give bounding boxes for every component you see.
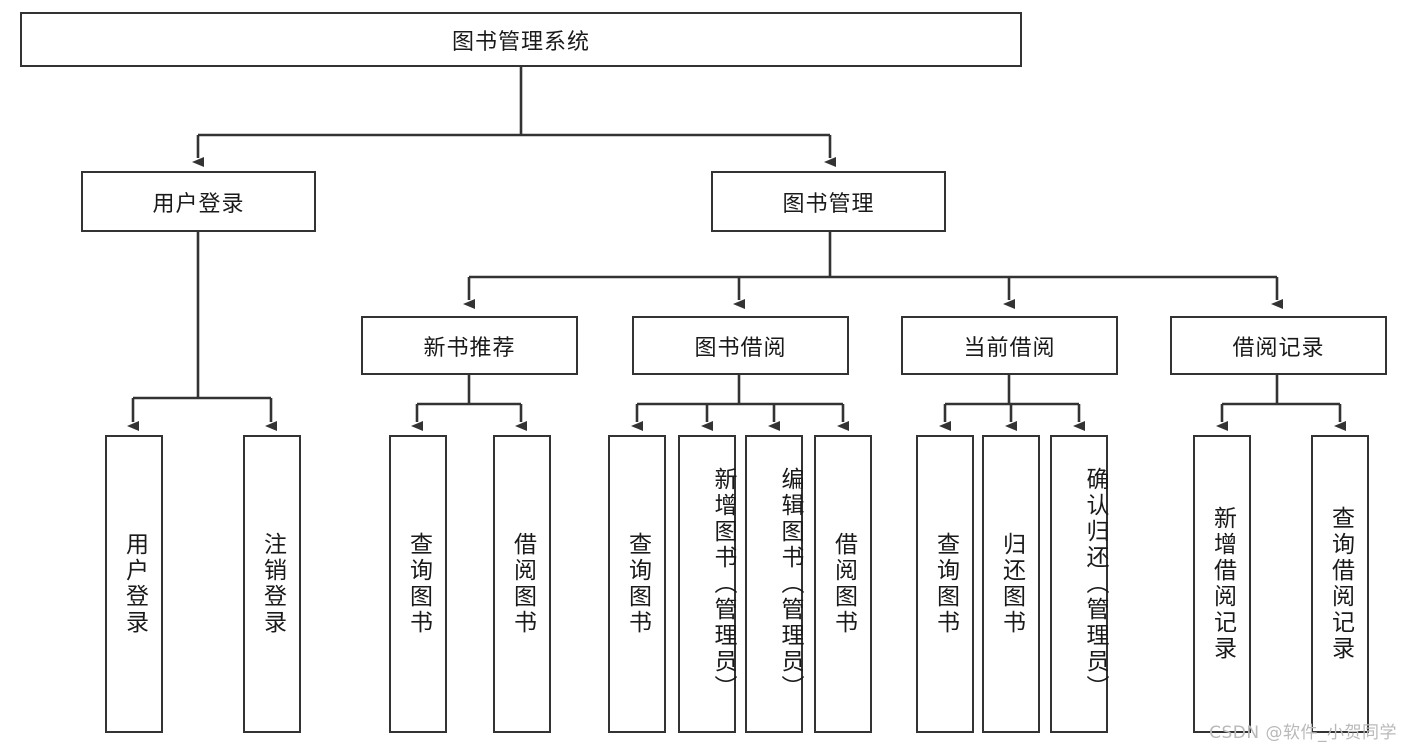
node-label: 图书借阅 — [694, 335, 787, 361]
node-label: 用户登录 — [152, 191, 245, 217]
node-label: 借阅记录 — [1232, 335, 1325, 361]
node-label: 新书推荐 — [423, 335, 516, 361]
leaf-logout-login[interactable]: 注销登录 — [243, 435, 301, 733]
node-book-borrow[interactable]: 图书借阅 — [632, 316, 849, 375]
node-current-borrow[interactable]: 当前借阅 — [901, 316, 1118, 375]
node-label: 用户登录 — [121, 532, 148, 636]
node-label: 注销登录 — [259, 532, 286, 636]
leaf-borrow-book-recommend[interactable]: 借阅图书 — [493, 435, 551, 733]
leaf-confirm-return-admin[interactable]: 确认归还（管理员） — [1050, 435, 1108, 733]
node-label: 图书管理系统 — [451, 29, 590, 55]
node-root-system[interactable]: 图书管理系统 — [20, 12, 1022, 67]
node-label: 借阅图书 — [830, 532, 857, 636]
leaf-query-book-current[interactable]: 查询图书 — [916, 435, 974, 733]
node-label: 查询图书 — [624, 532, 651, 636]
leaf-edit-book-admin[interactable]: 编辑图书（管理员） — [745, 435, 803, 733]
leaf-query-book-recommend[interactable]: 查询图书 — [389, 435, 447, 733]
node-user-login[interactable]: 用户登录 — [81, 171, 316, 232]
node-label: 查询借阅记录 — [1327, 506, 1354, 662]
leaf-query-book-borrow[interactable]: 查询图书 — [608, 435, 666, 733]
leaf-add-borrow-record[interactable]: 新增借阅记录 — [1193, 435, 1251, 733]
node-label: 新增借阅记录 — [1209, 506, 1236, 662]
leaf-query-borrow-record[interactable]: 查询借阅记录 — [1311, 435, 1369, 733]
node-label: 查询图书 — [405, 532, 432, 636]
node-new-book-recommend[interactable]: 新书推荐 — [361, 316, 578, 375]
node-borrow-record[interactable]: 借阅记录 — [1170, 316, 1387, 375]
node-label: 新增图书（管理员） — [710, 467, 736, 701]
node-label: 确认归还（管理员） — [1082, 467, 1108, 701]
node-label: 归还图书 — [998, 532, 1025, 636]
leaf-user-login[interactable]: 用户登录 — [105, 435, 163, 733]
node-book-management[interactable]: 图书管理 — [711, 171, 946, 232]
node-label: 当前借阅 — [963, 335, 1056, 361]
leaf-borrow-book[interactable]: 借阅图书 — [814, 435, 872, 733]
leaf-return-book[interactable]: 归还图书 — [982, 435, 1040, 733]
node-label: 借阅图书 — [509, 532, 536, 636]
leaf-add-book-admin[interactable]: 新增图书（管理员） — [678, 435, 736, 733]
csdn-watermark: CSDN @软件_小贺同学 — [1209, 723, 1397, 743]
node-label: 查询图书 — [932, 532, 959, 636]
node-label: 图书管理 — [782, 191, 875, 217]
node-label: 编辑图书（管理员） — [777, 467, 803, 701]
